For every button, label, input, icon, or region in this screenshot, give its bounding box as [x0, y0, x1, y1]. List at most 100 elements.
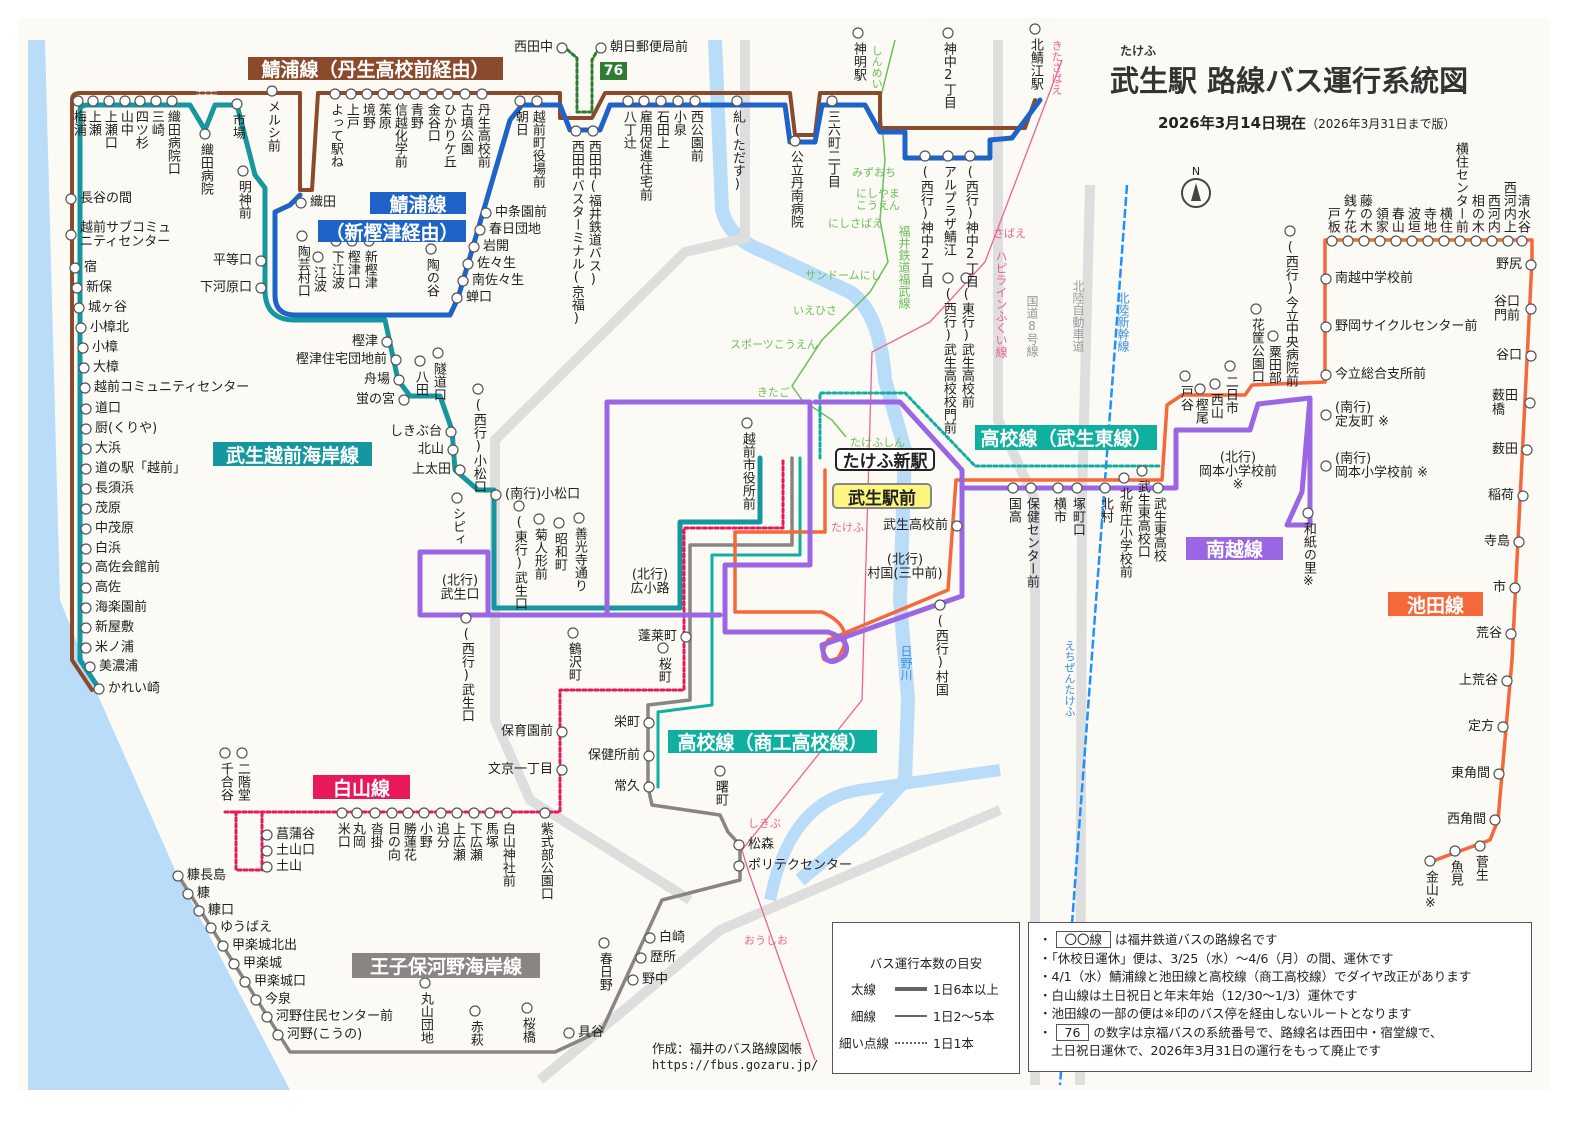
bus-stop-marker — [731, 95, 743, 107]
stop-kaigan: 長須浜 — [95, 481, 135, 497]
stop-ikeda: 上荒谷 — [1458, 673, 1498, 689]
credit-url[interactable]: https://fbus.gozaru.jp/ — [652, 1058, 819, 1072]
bus-stop-marker — [80, 642, 92, 654]
bus-stop-marker — [447, 444, 459, 456]
bus-stop-marker — [361, 88, 373, 100]
stop-kaigan: 小樟北 — [90, 320, 130, 336]
stop-oshio: 松森 — [748, 837, 775, 853]
stop-ikeda: 荒谷 — [1475, 626, 1502, 642]
bus-stop-marker — [942, 27, 954, 39]
stop-kaigan: 樫津 — [351, 334, 378, 350]
stop-sabaura: 石田上 — [653, 110, 669, 149]
stop-sabaura: 小泉 — [670, 110, 686, 136]
bus-stop-marker — [1486, 235, 1498, 247]
stop-ikeda: 野尻 — [1495, 257, 1522, 273]
bus-stop-marker — [1302, 507, 1314, 519]
note-text: は福井鉄道バスの路線名です — [1115, 932, 1278, 947]
stop-ikeda: 西河内 — [1484, 194, 1500, 233]
route-name-hakusan: 白山線 — [313, 775, 410, 800]
stop-kaigan: 新保 — [86, 280, 113, 296]
bus-stop-marker — [1358, 235, 1370, 247]
bus-stop-marker — [432, 347, 444, 359]
stop-ikeda: 銭ケ花 — [1340, 194, 1356, 233]
bus-stop-marker — [80, 463, 92, 475]
bus-stop-marker — [182, 888, 194, 900]
stop-sabaura: 公立丹南病院 — [787, 150, 803, 228]
bus-stop-marker — [733, 839, 745, 851]
bus-stop-marker — [521, 1002, 533, 1014]
bus-stop-marker — [627, 974, 639, 986]
rail-station-label-hapiline: きたさばえ — [1050, 40, 1064, 95]
bus-stop-marker — [638, 95, 650, 107]
bus-stop-marker — [261, 861, 273, 873]
bus-stop-marker — [80, 543, 92, 555]
bus-stop-marker — [733, 860, 745, 872]
compass: N — [1180, 165, 1212, 208]
bus-stop-marker — [1424, 855, 1436, 867]
stop-ikeda: 稲荷 — [1487, 488, 1514, 504]
bus-stop-marker — [1224, 360, 1236, 372]
bus-stop-marker — [231, 98, 243, 110]
stop-sabaura: 中条園前 — [495, 205, 548, 221]
rail-hapiline — [741, 59, 1063, 1061]
bus-stop-marker — [462, 258, 474, 270]
stop-ikeda: 菅生 — [1472, 855, 1488, 881]
stop-nanetsu: 保健センター前 — [1023, 497, 1039, 588]
stop-oshio: 今泉 — [265, 992, 292, 1008]
bus-stop-marker — [643, 717, 655, 729]
bus-stop-marker — [556, 726, 568, 738]
stop-nanetsu: (西行)今立中央病院前 — [1282, 240, 1298, 387]
stop-hakusan: 菖蒲谷 — [276, 827, 316, 843]
label-hino-river: 日野川 — [899, 645, 913, 681]
date-current: 2026年3月14日現在 — [1158, 114, 1307, 132]
bus-stop-marker — [442, 88, 454, 100]
stop-sabaura: 丹生高校前 — [474, 103, 490, 168]
stop-kaigan: 高佐会館前 — [95, 560, 161, 576]
stop-sabaura: ひかりケ丘 — [440, 103, 456, 168]
bus-stop-marker — [501, 807, 513, 819]
stop-nanetsu: 西山 — [1207, 393, 1223, 419]
bus-stop-marker — [644, 932, 656, 944]
bus-stop-marker — [351, 807, 363, 819]
keifuku-76-badge: 76 — [600, 62, 627, 80]
stop-koko_shoko: 栄町 — [613, 715, 640, 731]
rail-station-label-fukubu: みずおち — [852, 166, 896, 179]
bus-stop-marker — [272, 1029, 284, 1041]
bus-stop-marker — [77, 342, 89, 354]
stop-nanetsu: 鶴沢町 — [565, 642, 581, 681]
bus-stop-marker — [635, 952, 647, 964]
stop-nanetsu: 昭和町 — [551, 532, 567, 571]
bus-stop-marker — [377, 88, 389, 100]
bus-stop-marker — [386, 807, 398, 819]
note-2: ・「休校日運休」便は、3/25（水）～4/6（月）の間、運休です — [1039, 950, 1394, 966]
bus-stop-marker — [1516, 235, 1528, 247]
bus-stop-marker — [1284, 225, 1296, 237]
stop-nanetsu: 国高 — [1005, 497, 1021, 523]
bus-stop-marker — [250, 994, 262, 1006]
rail-station-label-fukubu: しんめい — [870, 45, 884, 89]
stop-sabaura: 青野 — [407, 103, 423, 129]
roads — [490, 40, 1095, 1086]
bus-stop-marker — [80, 503, 92, 515]
stop-ikeda: 薮田橋 — [1492, 388, 1519, 417]
bus-stop-marker — [228, 958, 240, 970]
bus-stop-marker — [261, 845, 273, 857]
bus-stop-marker — [1267, 330, 1279, 342]
stop-sabaura: 陶芸村口 — [294, 245, 310, 297]
bus-stop-marker — [556, 42, 568, 54]
stop-sabaura: 古墳公園 — [457, 103, 473, 155]
bus-stop-marker — [942, 272, 954, 284]
stop-kaigan: 米ノ浦 — [95, 640, 135, 656]
route-name-ikeda: 池田線 — [1388, 592, 1483, 617]
route-name-oshio: 王子保河野海岸線 — [352, 953, 540, 978]
stop-oshio: 赤萩 — [467, 1020, 483, 1046]
stop-kaigan: 樫津住宅団地前 — [295, 352, 387, 368]
stop-oshio: 甲楽城口 — [254, 974, 307, 990]
bus-stop-marker — [1509, 582, 1521, 594]
rail-station-label-hapiline: おうしお — [744, 934, 788, 947]
stop-kaigan: 宿 — [84, 260, 98, 276]
stop-nanetsu: 花筐公園口 — [1248, 318, 1264, 383]
bus-stop-marker — [643, 781, 655, 793]
bus-stop-marker — [1454, 235, 1466, 247]
bus-stop-marker — [345, 88, 357, 100]
